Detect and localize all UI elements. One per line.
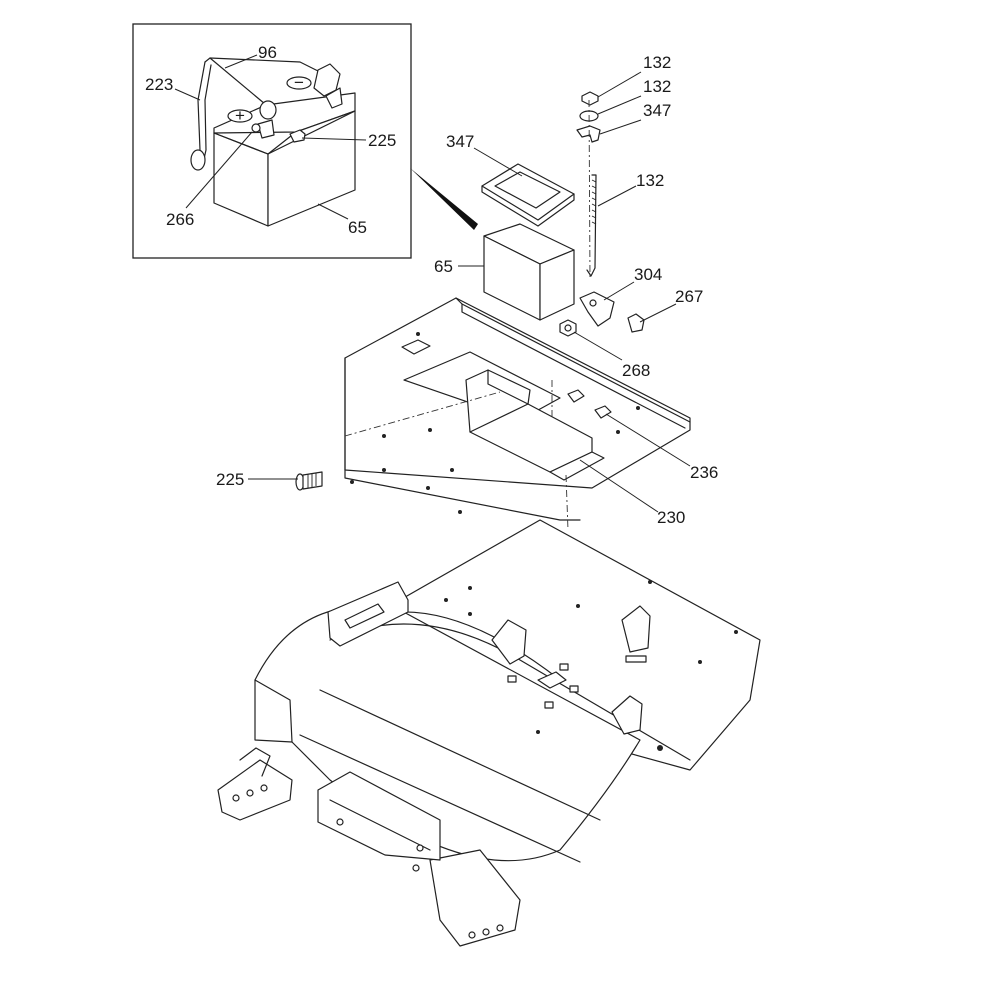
inset-pointer-wedge (410, 168, 478, 230)
nut-132 (581, 91, 599, 106)
battery-65 (483, 223, 575, 321)
battery-tray-housing (344, 297, 691, 521)
rod-132 (586, 174, 597, 277)
callout-347-cover: 347 (446, 132, 474, 151)
callout-inset-225: 225 (368, 131, 396, 150)
negative-terminal-symbol: − (294, 73, 304, 92)
leader-267 (639, 303, 677, 323)
callout-132-rod: 132 (636, 171, 664, 190)
callout-65-battery: 65 (434, 257, 453, 276)
positive-terminal-symbol: + (235, 106, 245, 125)
clip-347 (576, 125, 601, 143)
leader-268 (573, 331, 623, 361)
callout-236-bolt: 236 (690, 463, 718, 482)
battery-cover-347 (481, 163, 575, 227)
leader-236 (605, 413, 691, 467)
bracket-304 (579, 291, 615, 327)
callout-304-bracket: 304 (634, 265, 662, 284)
leader-lines (248, 71, 691, 513)
callout-inset-65: 65 (348, 218, 367, 237)
leader-inset-65 (317, 203, 349, 220)
leader-inset-225 (301, 137, 367, 141)
leader-230 (579, 459, 659, 513)
leader-347b (473, 147, 523, 177)
assembly-line-b (565, 474, 569, 531)
leader-inset-96 (224, 54, 258, 69)
inset-battery-cable (190, 57, 343, 171)
callout-inset-266: 266 (166, 210, 194, 229)
battery-detail-inset: + − 96 223 225 266 65 (132, 23, 412, 259)
screw-225 (295, 471, 323, 491)
callout-132-nut: 132 (643, 53, 671, 72)
callout-inset-96: 96 (258, 43, 277, 62)
leader-132a (597, 71, 642, 98)
lower-frame-fender (217, 519, 761, 947)
callout-267-nut: 267 (675, 287, 703, 306)
assembly-line-a (344, 391, 501, 437)
leader-inset-266 (185, 131, 253, 209)
leader-132b (597, 95, 642, 115)
leader-347a (599, 119, 642, 135)
hold-down-hardware (559, 91, 645, 337)
nut-267 (627, 313, 645, 333)
callout-268-nut: 268 (622, 361, 650, 380)
leader-inset-223 (174, 88, 201, 101)
callout-132-washer: 132 (643, 77, 671, 96)
callout-347-clip: 347 (643, 101, 671, 120)
callout-inset-223: 223 (145, 75, 173, 94)
leader-304 (603, 281, 635, 301)
callout-230-tray: 230 (657, 508, 685, 527)
inset-battery: + − (213, 73, 356, 227)
callout-225-screw: 225 (216, 470, 244, 489)
leader-132c (597, 185, 637, 207)
